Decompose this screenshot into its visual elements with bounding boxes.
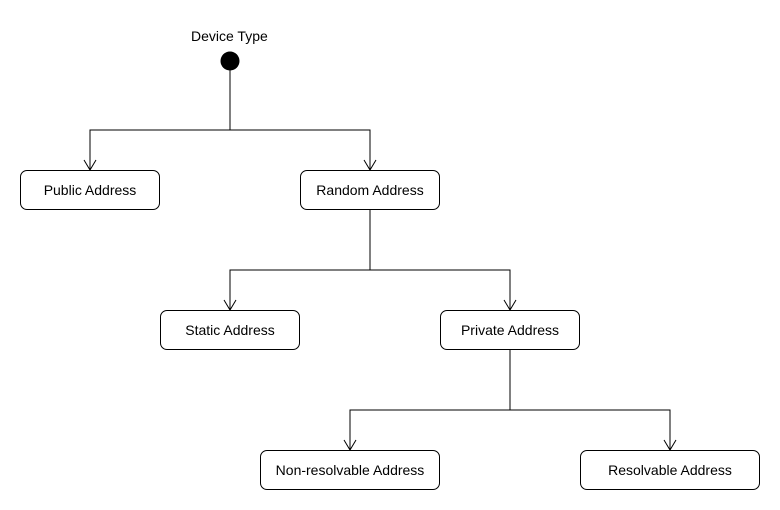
node-label: Resolvable Address [608, 462, 732, 478]
node-random-address: Random Address [300, 170, 440, 210]
initial-state-dot [220, 51, 240, 71]
edge-root-branch [89, 129, 371, 170]
node-label: Static Address [185, 322, 275, 338]
node-label: Private Address [460, 322, 560, 338]
root-label: Device Type [191, 28, 268, 44]
node-static-address: Static Address [160, 310, 300, 350]
node-label: Public Address [43, 182, 137, 198]
node-nonresolvable-address: Non-resolvable Address [260, 450, 440, 490]
node-private-address: Private Address [440, 310, 580, 350]
edge-random-branch [229, 269, 511, 310]
node-label: Non-resolvable Address [275, 462, 425, 478]
node-resolvable-address: Resolvable Address [580, 450, 760, 490]
node-public-address: Public Address [20, 170, 160, 210]
node-label: Random Address [316, 182, 424, 198]
edge-private-branch [349, 409, 671, 450]
